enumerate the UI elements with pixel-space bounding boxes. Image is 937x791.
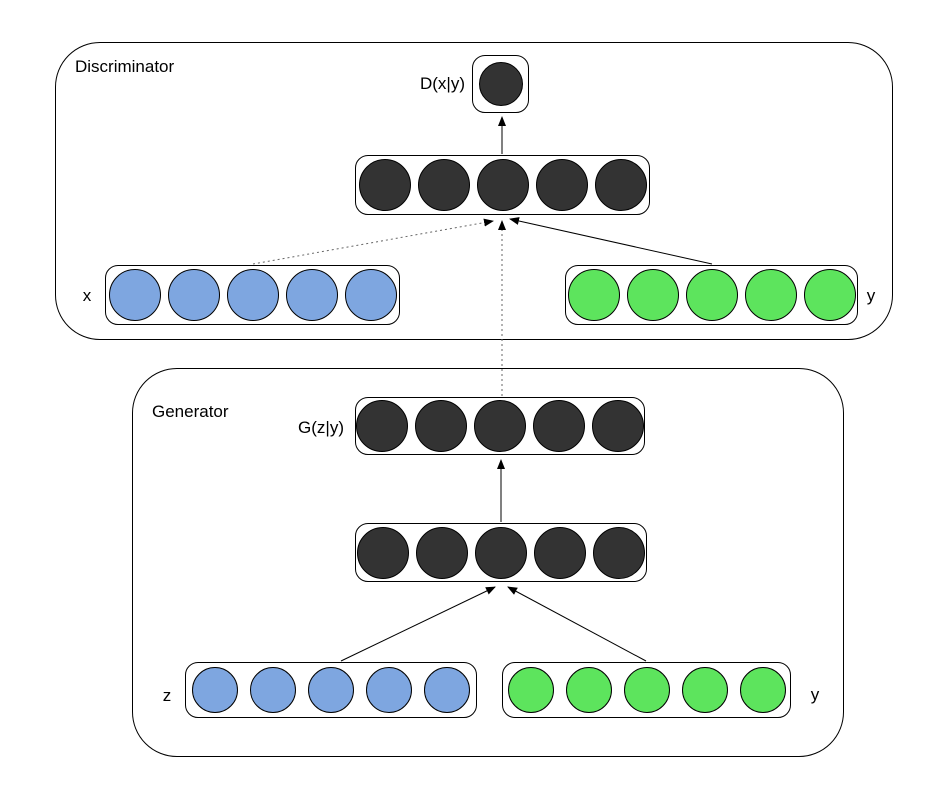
y-input-node xyxy=(739,667,786,713)
discriminator-input-y-layer xyxy=(565,265,858,325)
hidden-node xyxy=(534,526,586,579)
y-input-node xyxy=(803,269,856,321)
z-input-node xyxy=(192,667,238,713)
hidden-node xyxy=(535,159,588,211)
hidden-node xyxy=(357,526,409,579)
discriminator-container-box xyxy=(55,42,893,340)
discriminator-title: Discriminator xyxy=(75,57,175,76)
output-node xyxy=(533,400,585,452)
output-node xyxy=(592,400,644,452)
x-input-node xyxy=(344,269,397,321)
hidden-node xyxy=(417,159,470,211)
y-input-node xyxy=(623,667,670,713)
x-input-node xyxy=(226,269,279,321)
y-input-node xyxy=(744,269,797,321)
y-input-node xyxy=(565,667,612,713)
z-input-node xyxy=(308,667,354,713)
discriminator-input-x-layer xyxy=(105,265,400,325)
z-input-node xyxy=(424,667,470,713)
x-input-node xyxy=(285,269,338,321)
discriminator-hidden-layer xyxy=(355,155,650,215)
generator-output-layer xyxy=(355,397,645,455)
z-input-node xyxy=(250,667,296,713)
hidden-node xyxy=(476,159,529,211)
generator-output-label: G(z|y) xyxy=(298,418,344,437)
generator-input-z-label: z xyxy=(162,686,172,705)
generator-title: Generator xyxy=(152,402,229,421)
y-input-node xyxy=(626,269,679,321)
output-node xyxy=(415,400,467,452)
output-node xyxy=(474,400,526,452)
hidden-node xyxy=(358,159,411,211)
generator-container-box xyxy=(132,368,844,757)
x-input-node xyxy=(167,269,220,321)
discriminator-input-y-label: y xyxy=(866,286,876,305)
output-node xyxy=(356,400,408,452)
y-input-node xyxy=(681,667,728,713)
hidden-node xyxy=(594,159,647,211)
discriminator-input-x-label: x xyxy=(82,286,92,305)
generator-input-z-layer xyxy=(185,662,477,718)
discriminator-output-node xyxy=(478,62,523,106)
hidden-node xyxy=(475,526,527,579)
discriminator-output-node-box xyxy=(472,55,529,113)
z-input-node xyxy=(366,667,412,713)
hidden-node xyxy=(593,526,645,579)
discriminator-output-label: D(x|y) xyxy=(419,74,465,93)
y-input-node xyxy=(507,667,554,713)
generator-input-y-label: y xyxy=(810,685,820,704)
generator-input-y-layer xyxy=(502,662,791,718)
y-input-node xyxy=(685,269,738,321)
x-input-node xyxy=(108,269,161,321)
hidden-node xyxy=(416,526,468,579)
generator-hidden-layer xyxy=(355,523,647,582)
y-input-node xyxy=(567,269,620,321)
